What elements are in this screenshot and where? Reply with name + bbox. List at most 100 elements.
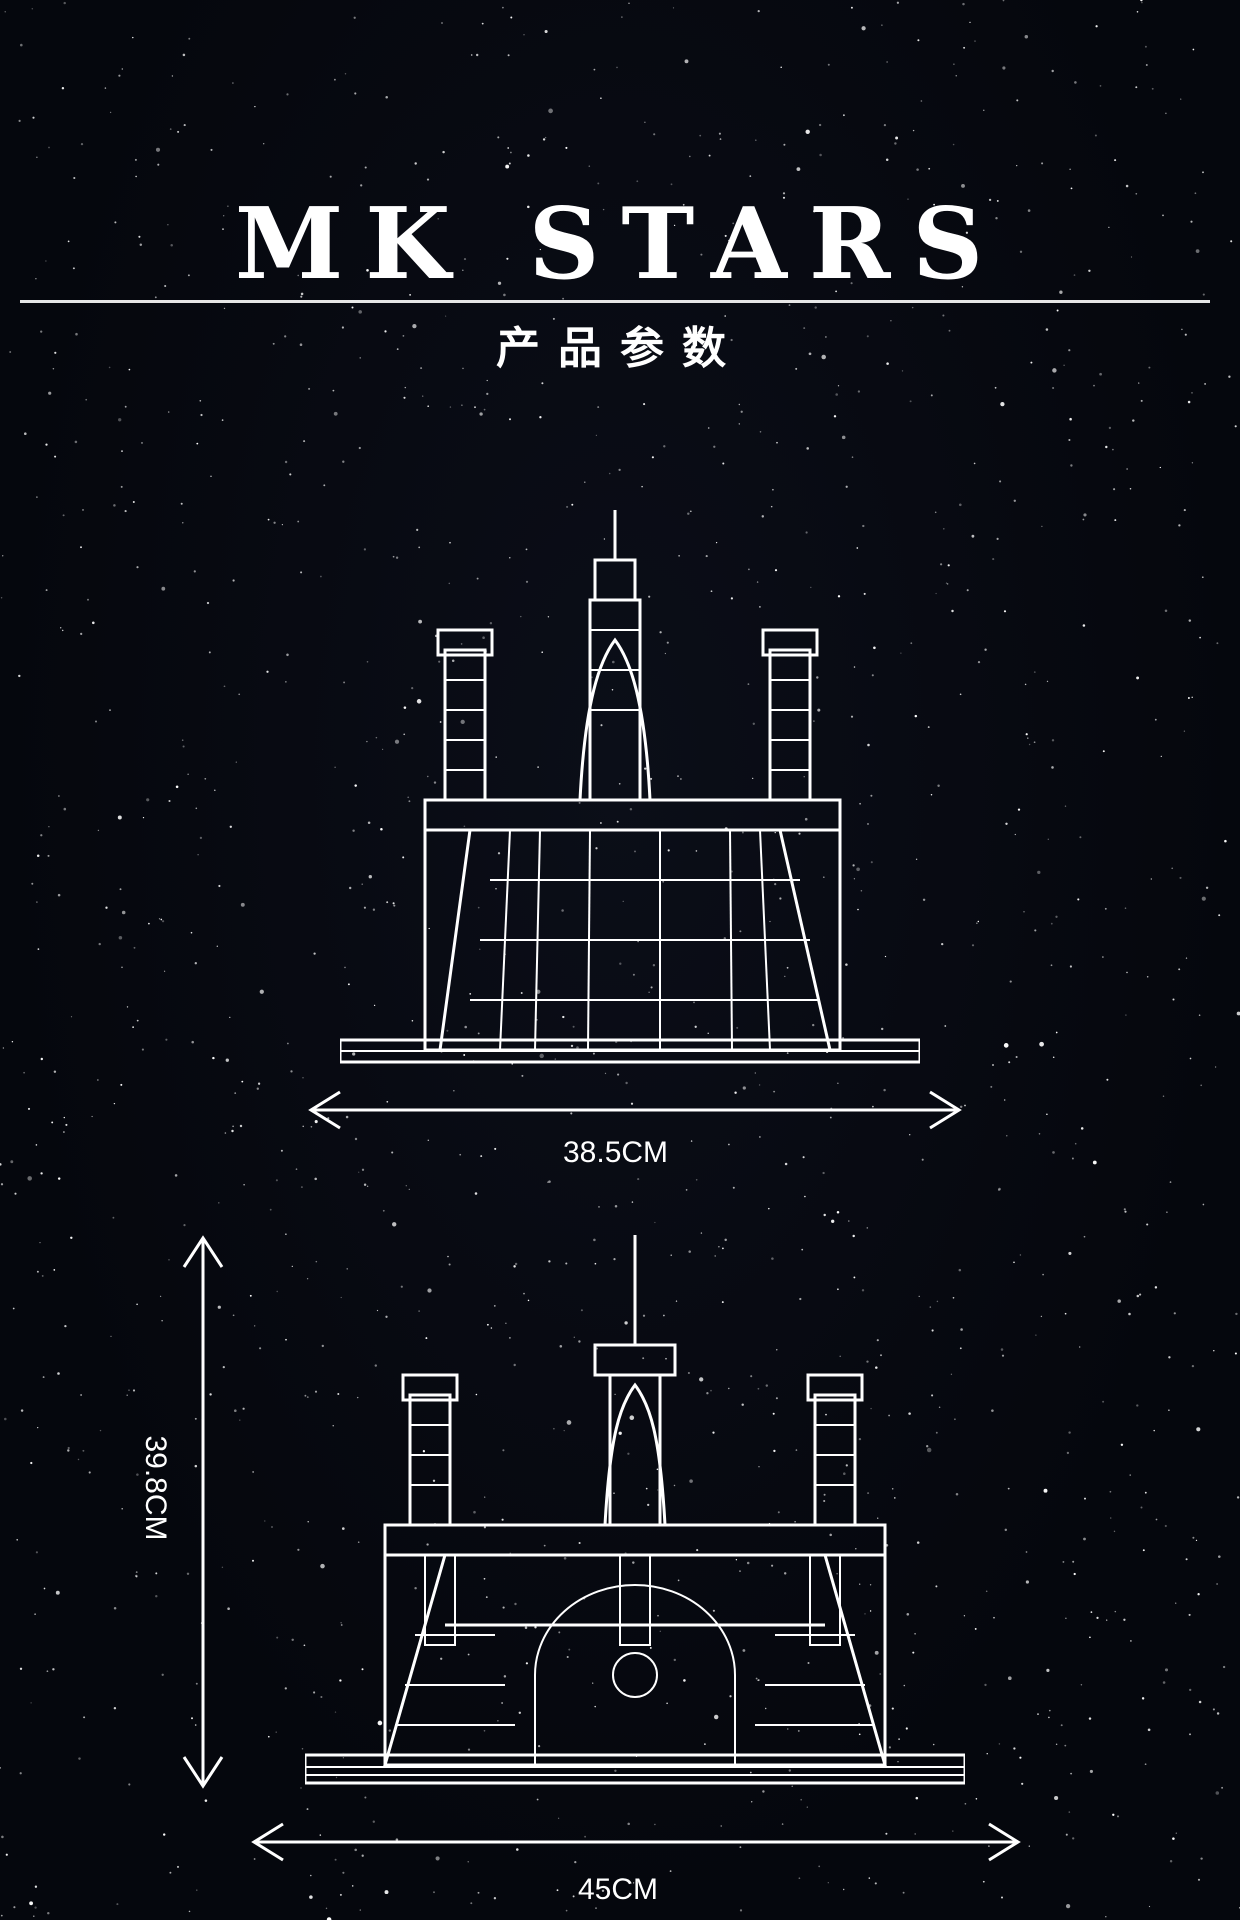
star — [234, 1092, 237, 1094]
star — [97, 829, 100, 832]
star — [509, 418, 511, 421]
star — [98, 942, 101, 946]
star — [858, 1437, 862, 1441]
star — [188, 1910, 191, 1913]
star — [565, 1262, 568, 1265]
star — [259, 1347, 262, 1350]
star — [562, 1015, 565, 1019]
star — [31, 882, 34, 885]
star — [35, 1144, 38, 1146]
star — [1148, 1905, 1151, 1908]
star — [886, 362, 889, 365]
star — [935, 1585, 938, 1588]
star — [853, 878, 856, 880]
star — [485, 1596, 488, 1598]
star — [112, 1216, 115, 1219]
star — [414, 1586, 417, 1590]
star — [1003, 1043, 1009, 1048]
star — [952, 143, 955, 146]
star — [986, 1753, 988, 1755]
star — [352, 829, 355, 832]
star — [666, 641, 669, 644]
star — [852, 1234, 855, 1238]
star — [120, 485, 123, 488]
star — [30, 1461, 33, 1465]
star — [843, 1472, 846, 1475]
star — [1074, 81, 1077, 84]
star — [1104, 907, 1107, 910]
star — [0, 1914, 3, 1917]
star — [663, 1314, 665, 1317]
star — [1088, 1717, 1092, 1720]
star — [1190, 220, 1193, 223]
star — [1165, 112, 1167, 115]
star — [366, 1185, 369, 1188]
star — [1080, 1127, 1084, 1130]
star — [927, 726, 930, 729]
star — [880, 1354, 882, 1357]
star — [903, 1684, 906, 1687]
star — [486, 379, 488, 382]
star — [538, 1745, 541, 1748]
star — [1082, 518, 1085, 521]
star — [187, 773, 189, 775]
star — [158, 918, 161, 920]
star — [804, 1195, 806, 1198]
star — [707, 427, 710, 429]
star — [1059, 290, 1063, 294]
star — [354, 784, 357, 787]
star — [1126, 468, 1128, 470]
star — [332, 1425, 334, 1427]
star — [769, 920, 771, 923]
star — [394, 238, 397, 240]
star — [613, 1258, 616, 1261]
star — [814, 306, 817, 309]
star — [475, 1393, 478, 1396]
star — [694, 1025, 697, 1028]
star — [36, 854, 40, 858]
star — [48, 826, 50, 828]
star — [463, 825, 466, 828]
star — [1201, 576, 1204, 579]
star — [13, 1906, 16, 1909]
star — [962, 2, 965, 6]
star — [806, 1806, 808, 1808]
star — [351, 306, 354, 309]
star — [795, 367, 798, 370]
star — [157, 163, 160, 166]
star — [313, 952, 316, 955]
star — [1055, 1743, 1058, 1746]
star — [572, 1895, 575, 1898]
star — [427, 405, 430, 408]
star — [267, 518, 270, 521]
star — [109, 709, 111, 711]
star — [239, 1419, 241, 1421]
star — [673, 1658, 677, 1662]
star — [965, 231, 969, 234]
star — [386, 1100, 389, 1103]
star — [1019, 1756, 1022, 1759]
star — [625, 1081, 628, 1085]
star — [45, 260, 47, 262]
star — [126, 1006, 129, 1008]
star — [627, 1452, 630, 1455]
star — [91, 1115, 93, 1118]
star — [689, 1479, 693, 1483]
star — [1160, 755, 1162, 758]
star — [710, 1389, 712, 1392]
star — [1037, 870, 1041, 875]
star — [451, 659, 455, 662]
star — [384, 330, 387, 333]
star — [74, 440, 78, 444]
star — [433, 781, 437, 784]
star — [1002, 66, 1006, 70]
star — [823, 1499, 826, 1503]
star — [55, 1590, 60, 1595]
star — [647, 1503, 650, 1507]
star — [467, 1861, 469, 1863]
star — [998, 1743, 1001, 1745]
star — [594, 1705, 596, 1708]
star — [344, 73, 347, 75]
star — [1019, 250, 1023, 253]
star — [154, 296, 157, 299]
